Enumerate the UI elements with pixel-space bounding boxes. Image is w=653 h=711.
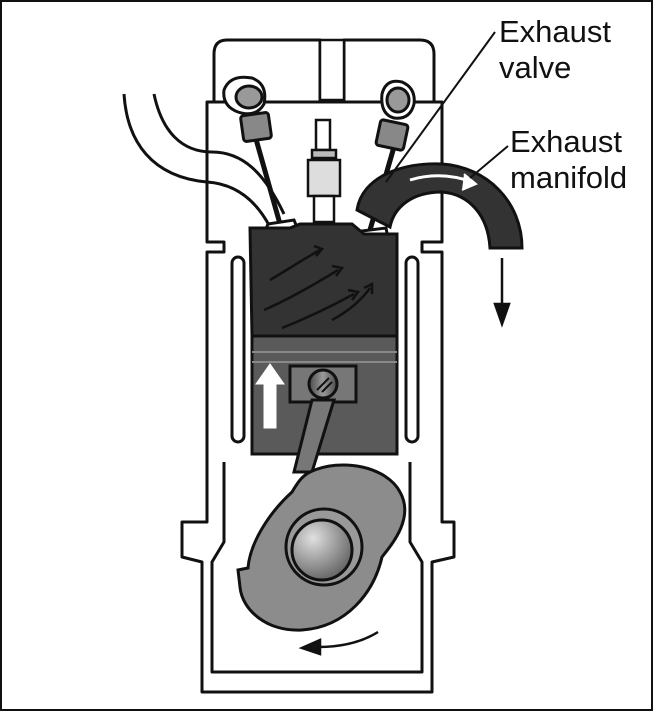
- intake-port: [122, 93, 286, 228]
- leader-lines: [385, 31, 509, 183]
- exhaust-valve-label-line-1: Exhaust: [499, 14, 612, 49]
- counterclockwise-arrow-icon: [298, 630, 379, 656]
- spark-plug: [306, 38, 346, 232]
- exhaust-valve-label: Exhaust valve: [499, 14, 611, 86]
- exhaust-manifold-label-line-1: Exhaust: [510, 124, 623, 159]
- crankshaft: [236, 463, 407, 632]
- exhaust-rocker: [380, 79, 416, 120]
- intake-valve: [222, 75, 301, 236]
- exhaust-manifold-label-line-2: manifold: [510, 160, 628, 195]
- down-arrow-icon: [493, 258, 511, 328]
- intake-rocker: [222, 75, 267, 116]
- gas-flow-arrows: [263, 244, 374, 330]
- exhaust-manifold: [355, 162, 524, 250]
- up-arrow-icon: [255, 363, 285, 429]
- combustion-chamber: [248, 222, 399, 338]
- exhaust-manifold-label: Exhaust manifold: [510, 124, 627, 196]
- exhaust-valve-label-line-2: valve: [499, 50, 572, 85]
